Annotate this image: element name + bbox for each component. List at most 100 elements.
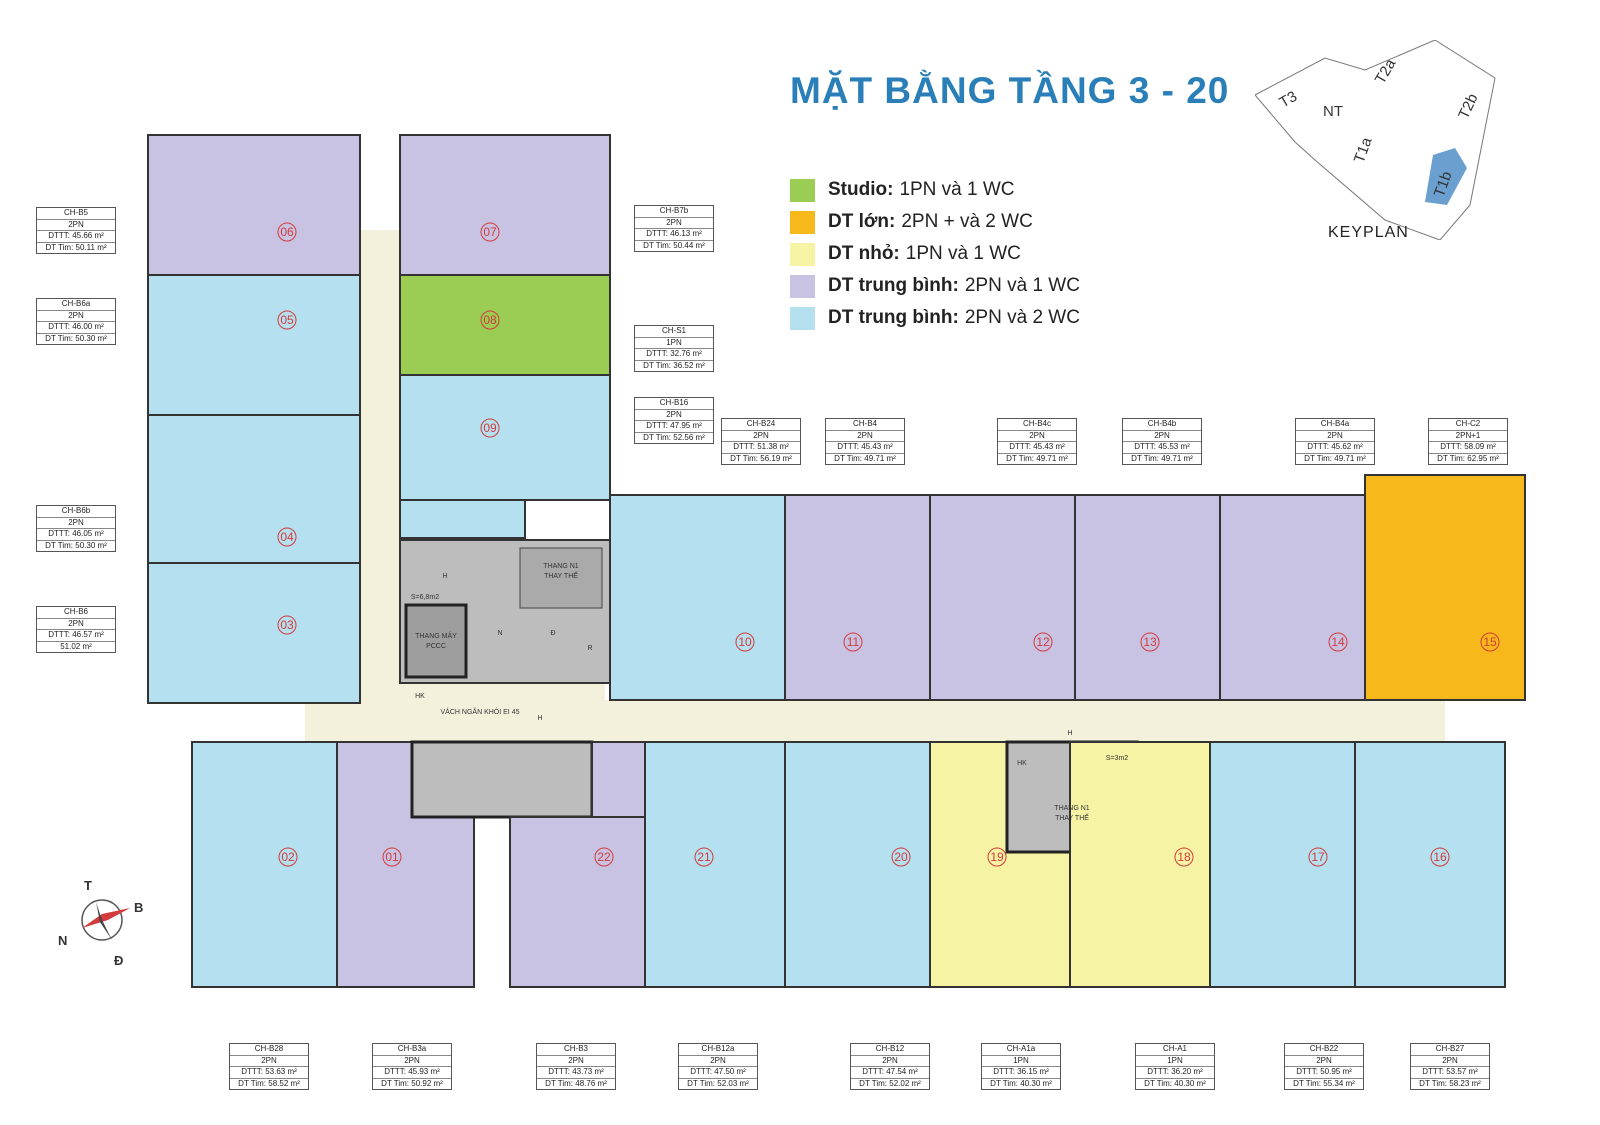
unit-number-14-text: 14 [1331, 635, 1345, 649]
legend-description: 2PN và 2 WC [964, 307, 1080, 328]
unit-number-21: 21 [694, 847, 714, 867]
elevator-fire [404, 603, 468, 679]
compass-rose: T B Đ N [58, 878, 143, 968]
unit-rooms: 2PN [851, 1056, 929, 1067]
unit-number-18-text: 18 [1177, 850, 1191, 864]
legend-item-small: DT nhỏ: 1PN và 1 WC [790, 238, 1080, 270]
keyplan-diagram: T3 NT T2a T1a T2b T1b [1255, 40, 1496, 240]
unit-dttt: DTTT: 46.00 m² [37, 322, 115, 334]
unit-code: CH-S1 [635, 326, 713, 338]
unit-number-04: 04 [277, 527, 297, 547]
unit-number-05-text: 05 [280, 313, 294, 327]
unit-rooms: 2PN [1411, 1056, 1489, 1067]
unit-info-ch-c2: CH-C2 2PN+1 DTTT: 58.09 m² DT Tim: 62.95… [1428, 418, 1508, 465]
unit-rooms: 2PN [373, 1056, 451, 1067]
unit-dttim: DT Tim: 50.44 m² [643, 240, 705, 250]
legend-swatch [790, 178, 815, 202]
unit-number-17: 17 [1308, 847, 1328, 867]
legend: Studio: 1PN và 1 WC DT lớn: 2PN + và 2 W… [790, 174, 1080, 334]
keyplan-label: KEYPLAN [1328, 224, 1409, 241]
unit-number-22-text: 22 [597, 850, 611, 864]
legend-category: DT nhỏ: [828, 243, 900, 264]
corridor-lobby [400, 683, 605, 703]
unit-rooms: 2PN [998, 431, 1076, 442]
legend-description: 2PN và 1 WC [964, 275, 1080, 296]
legend-category: Studio: [828, 179, 894, 200]
unit-code: CH-B4a [1296, 419, 1374, 431]
legend-item-studio: Studio: 1PN và 1 WC [790, 174, 1080, 206]
unit-dttt: DTTT: 45.43 m² [826, 442, 904, 454]
unit-number-04-text: 04 [280, 530, 294, 544]
unit-21 [644, 741, 786, 988]
unit-dttt: DTTT: 47.50 m² [679, 1067, 757, 1079]
stair-label-south: THANG N1 [1054, 805, 1090, 812]
unit-number-22: 22 [594, 847, 614, 867]
unit-22 [509, 816, 646, 988]
unit-09 [399, 374, 611, 501]
unit-rooms: 2PN [1285, 1056, 1363, 1067]
unit-22-top [591, 741, 646, 818]
corridor-vertical [360, 230, 400, 740]
unit-code: CH-B3a [373, 1044, 451, 1056]
unit-code: CH-B6b [37, 506, 115, 518]
unit-info-ch-b3: CH-B3 2PN DTTT: 43.73 m² DT Tim: 48.76 m… [536, 1043, 616, 1090]
unit-number-05: 05 [277, 310, 297, 330]
unit-dttim: DT Tim: 40.30 m² [990, 1078, 1052, 1088]
unit-dttim: DT Tim: 50.30 m² [45, 333, 107, 343]
unit-number-15: 15 [1480, 632, 1500, 652]
legend-category: DT lớn: [828, 211, 896, 232]
unit-code: CH-B27 [1411, 1044, 1489, 1056]
unit-info-ch-a1a: CH-A1a 1PN DTTT: 36.15 m² DT Tim: 40.30 … [981, 1043, 1061, 1090]
unit-dttim: DT Tim: 49.71 m² [834, 453, 896, 463]
unit-rooms: 2PN [635, 410, 713, 421]
core-south-elevators [410, 740, 594, 819]
unit-rooms: 2PN [679, 1056, 757, 1067]
unit-rooms: 2PN [230, 1056, 308, 1067]
unit-number-10-text: 10 [738, 635, 752, 649]
unit-dttim: DT Tim: 62.95 m² [1437, 453, 1499, 463]
legend-description: 1PN và 1 WC [905, 243, 1021, 264]
unit-dttim: DT Tim: 56.19 m² [730, 453, 792, 463]
hk-label: HK [415, 693, 425, 700]
unit-number-09: 09 [480, 418, 500, 438]
unit-number-18: 18 [1174, 847, 1194, 867]
unit-code: CH-B22 [1285, 1044, 1363, 1056]
legend-swatch [790, 306, 815, 330]
unit-dttim: DT Tim: 52.02 m² [859, 1078, 921, 1088]
keyplan-label-t3: T3 [1277, 88, 1301, 111]
unit-rooms: 2PN [37, 311, 115, 322]
unit-info-ch-b24: CH-B24 2PN DTTT: 51.38 m² DT Tim: 56.19 … [721, 418, 801, 465]
unit-number-19-text: 19 [990, 850, 1004, 864]
legend-swatch [790, 274, 815, 298]
unit-info-ch-b6: CH-B6 2PN DTTT: 46.57 m² 51.02 m² [36, 606, 116, 653]
unit-15 [1364, 474, 1526, 701]
unit-info-ch-b6a: CH-B6a 2PN DTTT: 46.00 m² DT Tim: 50.30 … [36, 298, 116, 345]
unit-09-ext [399, 499, 526, 539]
unit-number-16: 16 [1430, 847, 1450, 867]
unit-number-01: 01 [382, 847, 402, 867]
unit-number-19: 19 [987, 847, 1007, 867]
h-label-2: H [537, 715, 542, 722]
unit-info-ch-b6b: CH-B6b 2PN DTTT: 46.05 m² DT Tim: 50.30 … [36, 505, 116, 552]
unit-info-ch-b4b: CH-B4b 2PN DTTT: 45.53 m² DT Tim: 49.71 … [1122, 418, 1202, 465]
unit-info-ch-b4c: CH-B4c 2PN DTTT: 45.43 m² DT Tim: 49.71 … [997, 418, 1077, 465]
unit-code: CH-B12 [851, 1044, 929, 1056]
unit-05 [147, 274, 361, 416]
unit-code: CH-B28 [230, 1044, 308, 1056]
unit-11 [784, 494, 931, 701]
unit-code: CH-B5 [37, 208, 115, 220]
h-label: H [442, 573, 447, 580]
unit-rooms: 2PN [1296, 431, 1374, 442]
unit-code: CH-B16 [635, 398, 713, 410]
unit-dttt: DTTT: 45.62 m² [1296, 442, 1374, 454]
unit-code: CH-C2 [1429, 419, 1507, 431]
unit-code: CH-B4c [998, 419, 1076, 431]
unit-rooms: 2PN [37, 619, 115, 630]
unit-number-08-text: 08 [483, 313, 497, 327]
unit-dttim: DT Tim: 52.56 m² [643, 432, 705, 442]
unit-rooms: 2PN+1 [1429, 431, 1507, 442]
legend-category: DT trung bình: [828, 275, 959, 296]
legend-description: 2PN + và 2 WC [901, 211, 1033, 232]
unit-12 [929, 494, 1076, 701]
